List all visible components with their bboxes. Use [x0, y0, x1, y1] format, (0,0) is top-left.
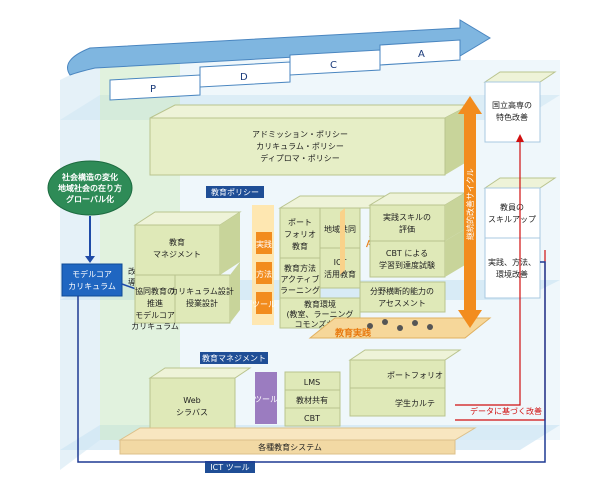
data-improvement-label: データに基づく改善: [470, 406, 542, 416]
pdca-label: D: [240, 72, 248, 83]
block-active-2: アクティブ: [280, 274, 319, 284]
block-practice-method-2: 環境改善: [496, 269, 528, 279]
model-core-line1: モデルコア: [72, 269, 112, 279]
block-active-1: 教育方法: [284, 263, 316, 273]
block-kosen-1: 国立高専の: [492, 100, 532, 110]
block-curriculum-1: カリキュラム設計: [170, 286, 234, 296]
continuous-improvement-label: 継続的改善サイクル: [465, 168, 475, 240]
education-practice-floor: 教育実践: [310, 318, 490, 339]
block-practice-method-1: 実践、方法、: [488, 257, 536, 267]
block-collab-1: 協同教育の: [135, 286, 175, 296]
external-factors-circle: 社会構造の変化 地域社会の在り方 グローバル化: [48, 161, 132, 215]
external-factor-2: 地域社会の在り方: [58, 183, 122, 193]
block-portfolio-edu-1: ポート: [288, 218, 312, 227]
education-practice-label: 教育実践: [334, 327, 371, 339]
block-edu-mgmt-2: マネジメント: [153, 250, 201, 259]
model-core-box: モデルコア カリキュラム: [62, 264, 122, 296]
block-edu-mgmt-1: 教育: [169, 237, 185, 247]
method-label: 方法: [256, 269, 272, 279]
block-curriculum-2: 授業設計: [186, 298, 218, 308]
model-core-line2: カリキュラム: [68, 282, 116, 291]
student-figure: [427, 324, 433, 330]
external-factor-3: グローバル化: [66, 194, 114, 204]
block-cbt-1: CBT による: [386, 249, 428, 258]
block-model-1: モデルコア: [135, 310, 175, 320]
block-web-syllabus-2: シラバス: [176, 408, 208, 417]
block-active-3: ラーニング: [280, 285, 320, 295]
block-env-1: 教育環境: [304, 299, 336, 309]
block-cbt-2: 学習到達度試験: [379, 260, 435, 270]
external-factor-1: 社会構造の変化: [61, 172, 118, 182]
student-figure: [397, 325, 403, 331]
pdca-label: P: [150, 84, 156, 95]
systems-label: 各種教育システム: [258, 442, 322, 452]
ict-tool-label: ICT ツール: [210, 463, 249, 472]
student-figure: [382, 319, 388, 325]
block-practical-1: 実践スキルの: [383, 212, 431, 222]
block-material: 教材共有: [296, 395, 328, 405]
left-block-stack: 教育 マネジメント 協同教育の 推進 モデルコア カリキュラム設計 授業設計 カ…: [131, 212, 240, 331]
block-portfolio-edu-3: 教育: [292, 241, 308, 251]
block-lms: LMS: [304, 378, 320, 387]
student-figure: [412, 320, 418, 326]
policy-diploma: ディプロマ・ポリシー: [260, 153, 339, 163]
block-kosen-2: 特色改善: [496, 112, 528, 122]
policy-admission: アドミッション・ポリシー: [252, 130, 348, 139]
policy-curriculum: カリキュラム・ポリシー: [256, 142, 344, 151]
block-practical-2: 評価: [399, 224, 415, 234]
education-management-label: 教育マネジメント: [202, 353, 266, 363]
tool-label-orange: ツール: [252, 300, 276, 309]
block-karte: 学生カルテ: [395, 398, 435, 408]
pdca-label: A: [418, 49, 425, 60]
policies-block: アドミッション・ポリシー カリキュラム・ポリシー ディプロマ・ポリシー: [150, 105, 470, 175]
tool-label-purple: ツール: [254, 395, 278, 404]
education-policy-label: 教育ポリシー: [211, 187, 259, 197]
block-portfolio: ポートフォリオ: [387, 371, 443, 380]
block-cbt: CBT: [304, 414, 320, 423]
block-cross-2: アセスメント: [378, 299, 426, 308]
block-collab-2: 推進: [147, 298, 163, 308]
block-cross-1: 分野横断的能力の: [370, 286, 434, 296]
block-portfolio-edu-2: フォリオ: [284, 230, 316, 239]
practice-label: 実践: [256, 239, 272, 249]
block-model-2: カリキュラム: [131, 322, 179, 331]
orange-column: 実践 方法 ツール: [252, 205, 276, 325]
block-web-syllabus-1: Web: [183, 396, 200, 405]
pdca-label: C: [330, 60, 337, 71]
block-teacher-2: スキルアップ: [488, 215, 536, 224]
